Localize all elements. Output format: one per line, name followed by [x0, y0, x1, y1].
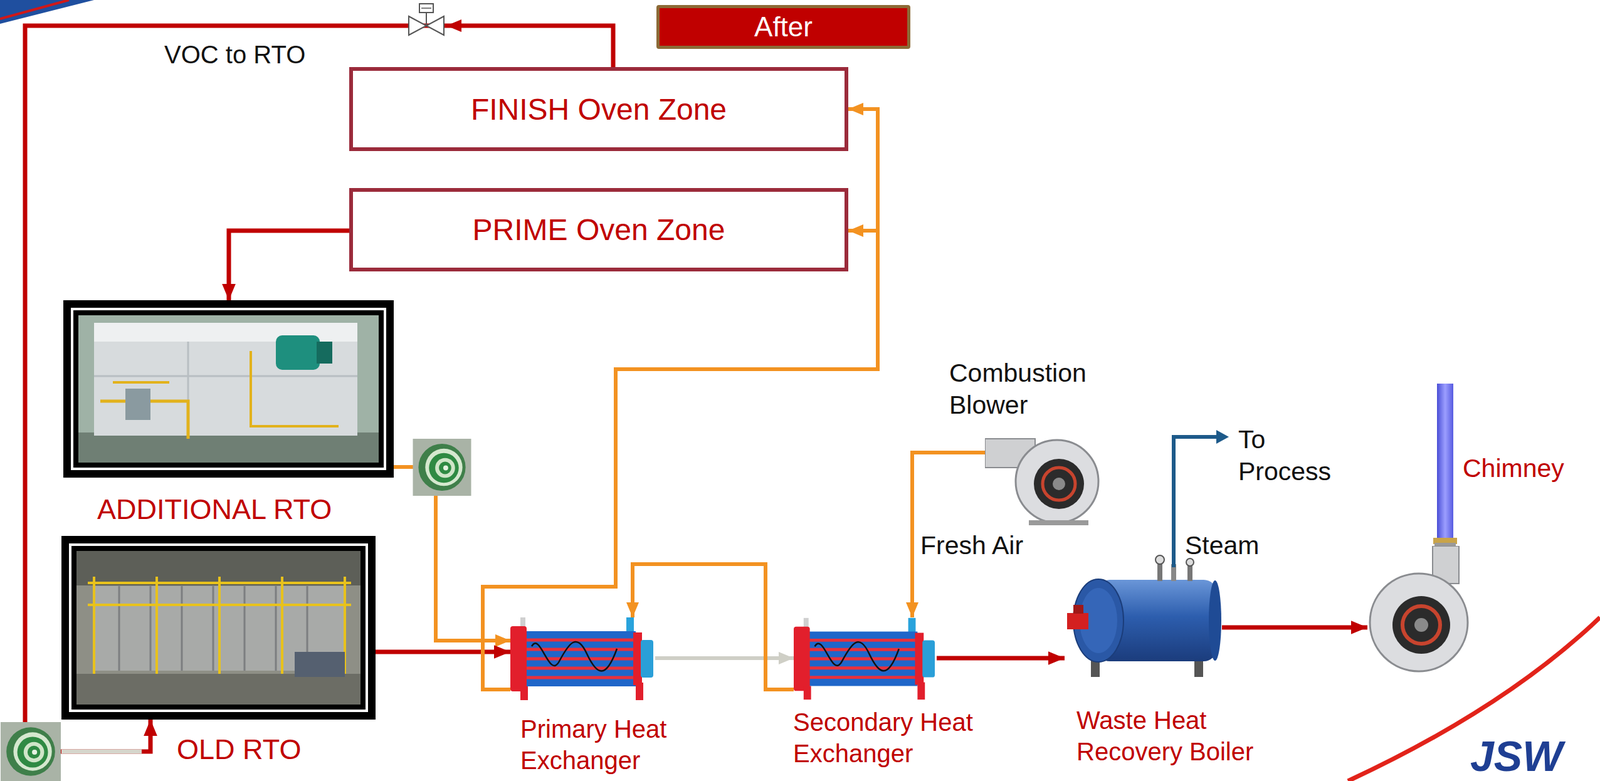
unit-name: Secondary Heat Exchanger: [793, 706, 1019, 770]
corner-accent: [0, 0, 69, 19]
rto-photo: [112, 381, 170, 384]
rto-photo: [119, 586, 308, 671]
steam-line: [1216, 430, 1229, 444]
destination-name: To Process: [1238, 423, 1345, 489]
unit-name: Chimney: [1462, 452, 1565, 485]
rto-photo: [63, 300, 394, 478]
exhaust-fan-icon: [413, 438, 472, 496]
rto-photo: [250, 351, 339, 427]
exhaust-fan-icon: [0, 722, 61, 781]
rto-photo: [212, 586, 215, 671]
rto-photo: [94, 322, 358, 436]
boiler: Waste Heat Recovery Boiler: [1064, 551, 1222, 685]
rto-photo: [118, 586, 121, 671]
flow-line: [375, 650, 511, 655]
badge-text: After: [754, 11, 813, 43]
control-valve-symbol: [426, 16, 444, 36]
flow-line: [632, 564, 794, 690]
heat-exchanger-icon: [793, 618, 935, 700]
corner-accent: [0, 0, 95, 24]
flow-label: Fresh Air: [920, 529, 1024, 562]
rto-photo: [280, 576, 284, 674]
boiler-icon: [1208, 580, 1222, 661]
blower-icon: [984, 438, 1099, 526]
boiler-icon: [1155, 555, 1165, 565]
blower-icon: [984, 438, 1099, 526]
rto-photo: [78, 432, 379, 463]
exhaust-fan-icon: [0, 438, 472, 781]
heat-exchanger: Primary Heat Exchanger: [510, 617, 656, 701]
rto-photo: [94, 375, 358, 378]
zone-name: FINISH Oven Zone: [470, 92, 727, 127]
boiler-icon: [1067, 555, 1222, 678]
flow-line: [1221, 625, 1368, 631]
rto-photo: [155, 576, 158, 674]
unit-name: Waste Heat Recovery Boiler: [1076, 704, 1303, 768]
stream-name: Steam: [1184, 529, 1260, 562]
heat-exchanger-icon: [510, 617, 935, 701]
heat-exchanger-icon: [510, 617, 654, 701]
logo-swoosh: [1347, 617, 1600, 781]
chimney-stack: [1369, 546, 1468, 672]
boiler-icon: [1073, 605, 1084, 614]
rto-photo: [275, 335, 320, 370]
rto-photo: [181, 586, 184, 671]
company-logo: JSW: [1470, 734, 1563, 778]
rto-photo: [61, 536, 376, 720]
rto-photo: [78, 315, 379, 463]
unit-name: Combustion Blower: [949, 357, 1150, 422]
control-valve-symbol: [408, 16, 427, 36]
rto-photo: [243, 586, 246, 671]
rto-unit: OLD RTO: [61, 536, 376, 720]
control-valve-symbol: [408, 3, 462, 36]
rto-photo: [76, 673, 361, 705]
flow-line: [482, 230, 878, 690]
rto-photo: [218, 576, 221, 674]
unit-name: Primary Heat Exchanger: [520, 713, 709, 777]
boiler-icon: [1187, 564, 1193, 582]
control-valve-symbol: [446, 19, 462, 32]
rto-photo: [149, 586, 152, 671]
rto-photo: [92, 576, 96, 674]
rto-photo: [72, 309, 385, 469]
rto-unit: ADDITIONAL RTO: [63, 300, 394, 478]
exhaust-fan-icon: [61, 749, 142, 755]
flow-line: [228, 230, 350, 301]
rto-photo: [275, 586, 278, 671]
control-valve-symbol: [421, 7, 432, 9]
chimney: Chimney: [1367, 379, 1470, 674]
control-valve-symbol: [419, 3, 434, 13]
control-valve-symbol: [425, 12, 427, 26]
rto-photo: [70, 544, 367, 711]
chimney-stack: [1436, 383, 1454, 540]
rto-photo: [316, 341, 333, 364]
boiler-icon: [1067, 613, 1089, 630]
zone-name: PRIME Oven Zone: [472, 212, 726, 248]
unit-name: OLD RTO: [176, 732, 301, 768]
flow-line: [655, 656, 794, 661]
chimney-stack: [1369, 383, 1468, 672]
state-badge: After: [656, 5, 911, 49]
logo-swoosh: [1347, 617, 1600, 781]
corner-accent: [0, 0, 95, 24]
rto-photo: [63, 300, 394, 478]
flow-label: VOC to RTO: [164, 38, 306, 71]
oven-zone-box: FINISH Oven Zone: [349, 67, 849, 152]
rto-photo: [125, 388, 151, 421]
blower: Combustion Blower: [984, 426, 1106, 526]
oven-zone-box: PRIME Oven Zone: [349, 188, 849, 272]
rto-photo: [294, 652, 345, 678]
rto-photo: [61, 536, 376, 720]
heat-exchanger: Secondary Heat Exchanger: [793, 617, 937, 701]
rto-photo: [76, 551, 361, 705]
unit-name: ADDITIONAL RTO: [97, 492, 332, 528]
flow-line: [936, 656, 1065, 661]
